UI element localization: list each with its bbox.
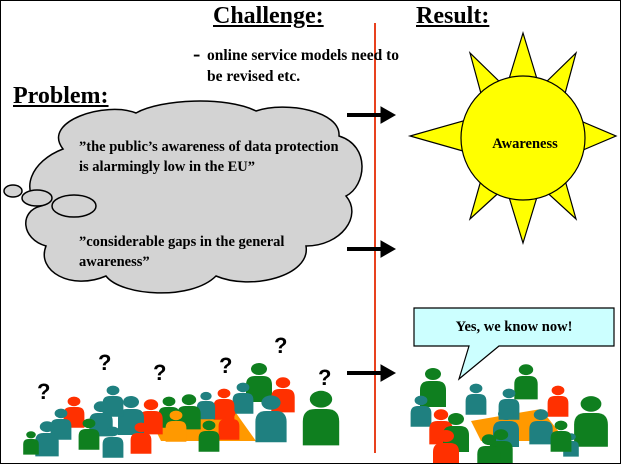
person-figure: [130, 422, 152, 454]
challenge-bullet: -: [193, 41, 201, 66]
question-mark: ?: [274, 333, 288, 358]
person-figure: [35, 421, 59, 457]
person-figure: [78, 418, 100, 450]
person-figure: [232, 382, 254, 414]
challenge-text: online service models need to be revised…: [207, 47, 400, 85]
problem-heading: Problem:: [13, 83, 109, 109]
person-figure: [547, 385, 569, 417]
person-figure: [410, 395, 432, 427]
sun-label: Awareness: [492, 136, 558, 152]
question-mark: ?: [318, 365, 332, 390]
crowd-left: [23, 363, 340, 458]
sun-ray: [508, 196, 538, 246]
person-figure: [302, 390, 340, 446]
sun-ray: [508, 30, 538, 80]
person-figure: [23, 431, 39, 455]
question-mark: ?: [98, 350, 112, 375]
result-heading: Result:: [416, 3, 490, 29]
person-figure: [102, 426, 124, 458]
person-figure: [165, 410, 187, 442]
thought-cloud: [3, 100, 363, 294]
thought-bubble-medium: [21, 189, 53, 207]
person-figure: [529, 409, 553, 445]
person-figure: [102, 385, 124, 417]
sun: [407, 30, 618, 246]
question-mark: ?: [37, 379, 51, 404]
sun-circle: [460, 75, 586, 201]
problem-quote-2: ”considerable gaps in the general awaren…: [79, 234, 285, 270]
person-figure: [198, 420, 220, 452]
person-figure: [465, 383, 487, 415]
person-figure: [246, 363, 272, 402]
person-figure: [574, 396, 608, 447]
challenge-heading: Challenge:: [213, 3, 324, 29]
person-figure: [433, 430, 459, 463]
person-figure: [196, 391, 216, 420]
thought-bubble-large: [51, 194, 97, 218]
arrows: [347, 106, 397, 382]
speech-bubble-text: Yes, we know now!: [455, 319, 573, 335]
person-figure: [255, 395, 287, 443]
question-mark: ?: [219, 353, 233, 378]
person-figure: [477, 434, 501, 463]
person-figure: [218, 408, 240, 440]
thought-bubble-small: [3, 184, 23, 198]
question-mark: ?: [153, 360, 167, 385]
person-figure: [514, 364, 538, 400]
speech-bubble: [413, 307, 615, 381]
person-figure: [550, 420, 572, 452]
problem-quote-1: ”the public’s awareness of data protecti…: [79, 139, 339, 175]
crowd-right: [410, 364, 608, 463]
